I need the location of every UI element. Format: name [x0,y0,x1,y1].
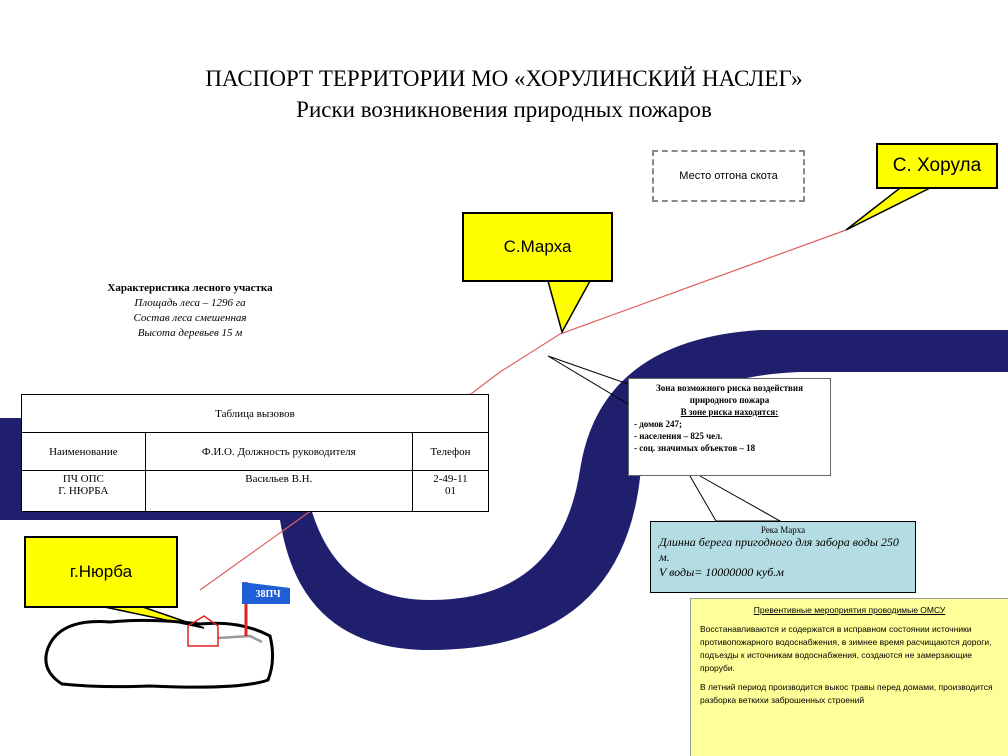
city-nyurba-label: г.Нюрба [69,562,133,581]
forest-area: Площадь леса – 1296 га [134,297,246,309]
forest-composition: Состав леса смешенная [133,312,247,324]
calls-table-caption: Таблица вызовов [21,394,489,433]
preventive-paragraph: В летний период производится выкос травы… [700,682,993,705]
risk-zone-subtitle: В зоне риска находятся: [680,407,779,417]
river-info-box: Река Марха Длинна берега пригодного для … [650,521,916,593]
risk-zone-box: Зона возможного риска воздействия природ… [628,378,831,476]
village-khorula-callout: С. Хорула [876,143,998,189]
zone-pointer [547,355,629,405]
cattle-place-box: Место отгона скота [652,150,805,202]
river-pointer [689,475,782,522]
settlement-outline [44,618,275,689]
risk-zone-item: - соц. значимых объектов – 18 [634,443,756,453]
calls-table: Таблица вызовов Наименование Ф.И.О. Долж… [21,394,490,512]
village-khorula-label: С. Хорула [892,155,982,176]
calls-header-phone: Телефон [411,432,490,471]
risk-zone-title: Зона возможного риска воздействия природ… [656,383,803,405]
settlement-road [217,634,263,644]
risk-zone-item: - населения – 825 чел. [634,431,723,441]
preventive-measures-box: Превентивные мероприятия проводимые ОМСУ… [690,598,1008,756]
risk-zone-item: - домов 247; [634,419,683,429]
calls-header-name: Наименование [21,432,146,471]
page-title: ПАСПОРТ ТЕРРИТОРИИ МО «ХОРУЛИНСКИЙ НАСЛЕ… [205,66,803,91]
building-icon [187,615,219,647]
calls-cell-phone: 2-49-11 01 [411,470,490,512]
river-shore-length: Длинна берега пригодного для забора воды… [659,535,899,564]
calls-cell-name: ПЧ ОПС Г. НЮРБА [21,470,146,512]
calls-header-person: Ф.И.О. Должность руководителя [144,432,413,471]
river-volume: V воды= 10000000 куб.м [659,565,784,579]
flag-label: 38ПЧ [255,589,281,600]
village-markha-label: С.Марха [503,237,572,256]
preventive-heading: Превентивные мероприятия проводимые ОМСУ [753,605,946,615]
forest-characteristics: Характеристика лесного участка Площадь л… [40,281,340,341]
cattle-place-label: Место отгона скота [679,170,778,182]
city-nyurba-callout: г.Нюрба [24,536,178,608]
preventive-paragraph: Восстанавливаются и содержатся в исправн… [700,624,992,673]
forest-height: Высота деревьев 15 м [137,327,243,339]
forest-heading: Характеристика лесного участка [107,282,273,294]
nyurba-pointer [99,605,205,629]
markha-pointer [547,280,592,334]
flag-icon [242,582,290,604]
river-name: Река Марха [760,525,806,535]
page-subtitle: Риски возникновения природных пожаров [296,97,712,122]
calls-cell-person: Васильев В.Н. [144,470,413,512]
khorula-pointer [845,187,931,231]
village-markha-callout: С.Марха [462,212,613,282]
